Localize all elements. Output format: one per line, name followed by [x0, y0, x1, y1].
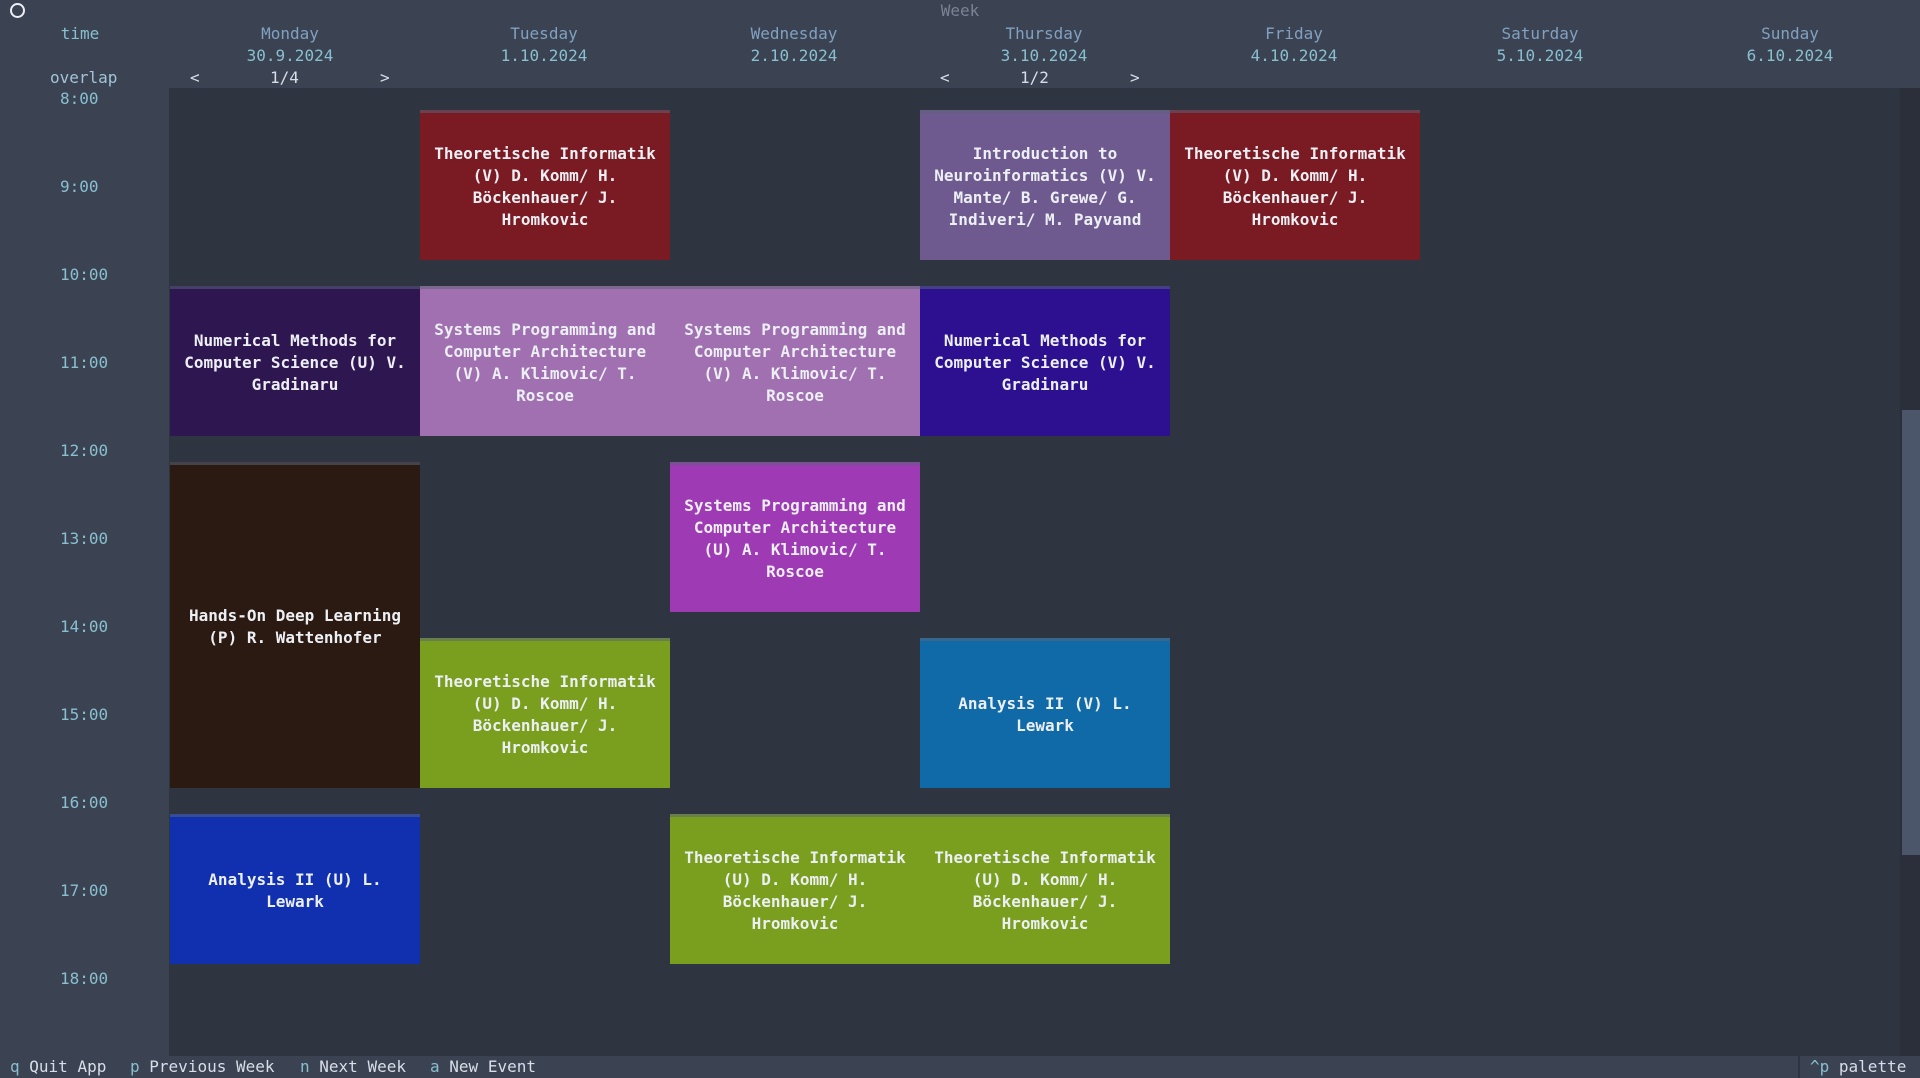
key-bindings-footer: q Quit App p Previous Week n Next Week a…: [0, 1056, 1920, 1078]
hour-label: 9:00: [60, 177, 99, 196]
footer-key: p: [130, 1057, 140, 1076]
footer-label: Quit App: [29, 1057, 107, 1076]
event-block[interactable]: Analysis II (U) L. Lewark: [170, 814, 420, 964]
hour-label: 10:00: [60, 265, 109, 284]
day-name-saturday: Saturday: [1501, 24, 1579, 43]
hour-label: 13:00: [60, 529, 109, 548]
event-block[interactable]: Systems Programming and Computer Archite…: [670, 462, 920, 612]
event-block[interactable]: Theoretische Informatik (V) D. Komm/ H. …: [1170, 110, 1420, 260]
event-block[interactable]: Theoretische Informatik (U) D. Komm/ H. …: [420, 638, 670, 788]
event-block[interactable]: Introduction to Neuroinformatics (V) V. …: [920, 110, 1170, 260]
monday-overlap-prev-button[interactable]: <: [190, 68, 200, 87]
day-date-saturday: 5.10.2024: [1496, 46, 1584, 65]
event-block[interactable]: Hands-On Deep Learning (P) R. Wattenhofe…: [170, 462, 420, 788]
hour-label: 16:00: [60, 793, 109, 812]
time-gutter: 8:00 9:00 10:00 11:00 12:00 13:00 14:00 …: [0, 88, 169, 1056]
thursday-overlap-next-button[interactable]: >: [1130, 68, 1140, 87]
week-grid[interactable]: Theoretische Informatik (V) D. Komm/ H. …: [169, 88, 1900, 1056]
footer-key: q: [10, 1057, 20, 1076]
day-date-sunday: 6.10.2024: [1746, 46, 1834, 65]
day-date-wednesday: 2.10.2024: [750, 46, 838, 65]
footer-next-week[interactable]: n Next Week: [300, 1056, 406, 1078]
footer-previous-week[interactable]: p Previous Week: [130, 1056, 275, 1078]
time-column-header: time: [60, 24, 100, 43]
week-header: time Monday 30.9.2024 Tuesday 1.10.2024 …: [0, 22, 1920, 88]
footer-key: n: [300, 1057, 310, 1076]
footer-label: Next Week: [319, 1057, 406, 1076]
footer-new-event[interactable]: a New Event: [430, 1056, 536, 1078]
event-block[interactable]: Analysis II (V) L. Lewark: [920, 638, 1170, 788]
day-name-wednesday: Wednesday: [750, 24, 838, 43]
thursday-overlap-prev-button[interactable]: <: [940, 68, 950, 87]
day-date-friday: 4.10.2024: [1250, 46, 1338, 65]
day-date-monday: 30.9.2024: [246, 46, 334, 65]
thursday-overlap-page: 1/2: [1020, 68, 1049, 87]
window-control-icon[interactable]: [10, 3, 25, 18]
day-name-tuesday: Tuesday: [510, 24, 578, 43]
hour-label: 11:00: [60, 353, 109, 372]
day-date-thursday: 3.10.2024: [1000, 46, 1088, 65]
day-name-thursday: Thursday: [1005, 24, 1083, 43]
footer-label: Previous Week: [149, 1057, 275, 1076]
event-block[interactable]: Theoretische Informatik (U) D. Komm/ H. …: [920, 814, 1170, 964]
event-block[interactable]: Systems Programming and Computer Archite…: [420, 286, 670, 436]
hour-label: 17:00: [60, 881, 109, 900]
monday-overlap-next-button[interactable]: >: [380, 68, 390, 87]
event-block[interactable]: Numerical Methods for Computer Science (…: [170, 286, 420, 436]
hour-label: 18:00: [60, 969, 109, 988]
hour-label: 12:00: [60, 441, 109, 460]
overlap-label: overlap: [50, 68, 118, 87]
window-title: Week: [940, 1, 980, 20]
day-name-friday: Friday: [1265, 24, 1323, 43]
footer-key: ^p: [1810, 1057, 1830, 1076]
footer-divider: [1798, 1056, 1800, 1078]
footer-key: a: [430, 1057, 440, 1076]
day-date-tuesday: 1.10.2024: [500, 46, 588, 65]
footer-palette[interactable]: ^p palette: [1810, 1056, 1906, 1078]
day-name-sunday: Sunday: [1761, 24, 1819, 43]
day-name-monday: Monday: [261, 24, 319, 43]
scrollbar-thumb[interactable]: [1902, 410, 1920, 855]
event-block[interactable]: Numerical Methods for Computer Science (…: [920, 286, 1170, 436]
hour-label: 8:00: [60, 89, 99, 108]
footer-label: palette: [1838, 1057, 1907, 1076]
hour-label: 15:00: [60, 705, 109, 724]
event-block[interactable]: Systems Programming and Computer Archite…: [670, 286, 920, 436]
footer-label: New Event: [449, 1057, 536, 1076]
window-titlebar: Week: [0, 0, 1920, 22]
monday-overlap-page: 1/4: [270, 68, 299, 87]
event-block[interactable]: Theoretische Informatik (U) D. Komm/ H. …: [670, 814, 920, 964]
event-block[interactable]: Theoretische Informatik (V) D. Komm/ H. …: [420, 110, 670, 260]
hour-label: 14:00: [60, 617, 109, 636]
footer-quit-app[interactable]: q Quit App: [10, 1056, 106, 1078]
